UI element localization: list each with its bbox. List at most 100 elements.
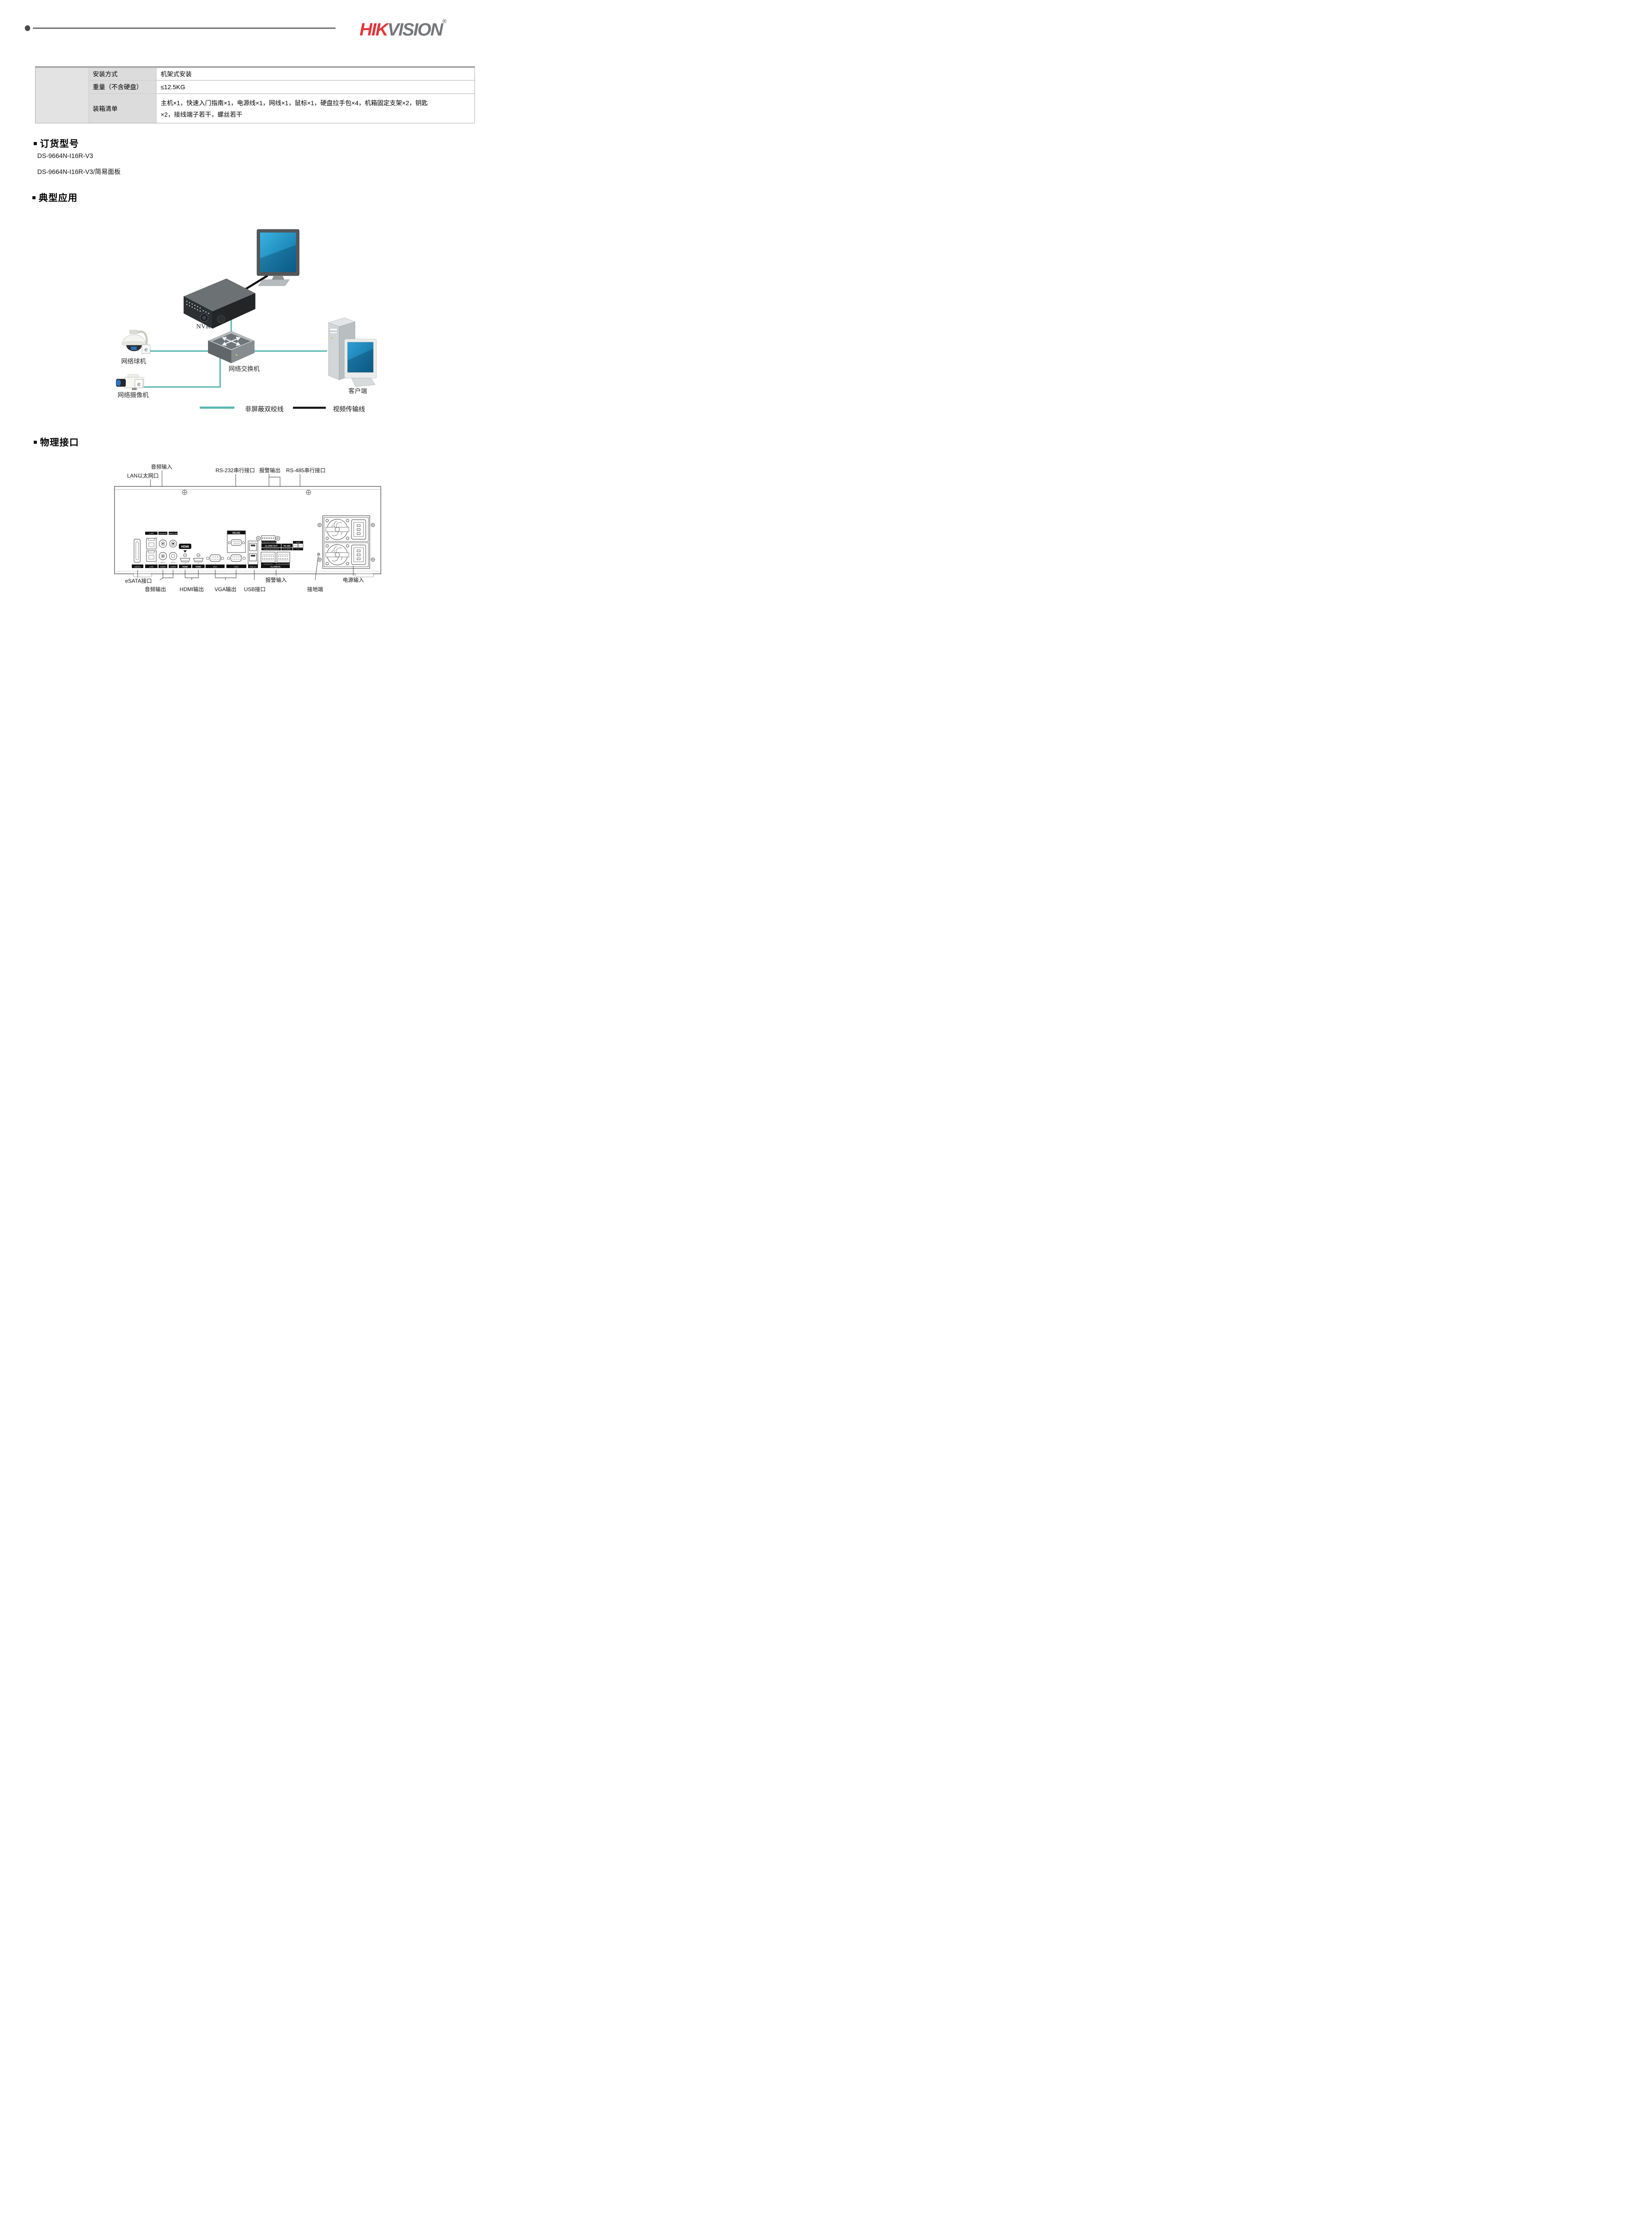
video-out-header: VIDEO OUT	[169, 533, 178, 534]
dome-lens	[131, 347, 137, 350]
application-section-title: 典型应用	[39, 193, 78, 203]
usb-bar	[248, 565, 258, 568]
ordering-section-bullet	[34, 142, 37, 145]
aux-pins-bottom-bar	[293, 548, 303, 550]
nvr-front-buttons	[186, 300, 209, 314]
lan-ports: LAN 2 1 LAN	[145, 532, 158, 568]
hdmi-num-1: 1	[185, 563, 186, 565]
esata-port: eSATA	[132, 539, 143, 568]
rs485-label: RS-485	[284, 545, 291, 547]
alarm-out-pins-bottom-bar	[261, 548, 281, 550]
legend-video-swatch	[293, 407, 326, 409]
alarm-out-connector-pins	[262, 537, 274, 539]
leader-vga-bracket	[215, 570, 237, 578]
vga-connector	[230, 554, 242, 562]
box-camera-label: 网络摄像机	[118, 392, 149, 399]
monitor-neck	[272, 275, 285, 280]
leader-audio-bracket	[162, 570, 174, 578]
audio-bar1-label: AUDIO	[160, 565, 166, 568]
hikvision-logo: HIKVISION®	[360, 18, 447, 40]
vga-num-1: 1	[215, 563, 216, 565]
spec-row-packing-label: 装箱清单	[89, 94, 156, 123]
vga-pins	[233, 557, 241, 560]
psu-unit-1	[324, 517, 369, 542]
legend-utp-swatch	[200, 407, 234, 409]
hdmi-logo-text: HDMI	[181, 545, 189, 549]
lan-header-label: LAN	[149, 533, 154, 535]
callout-ground: 接地端	[307, 586, 323, 592]
alarm-in-numbers-bar	[261, 563, 290, 565]
alarm-out-bar	[261, 544, 281, 548]
hdmi-num-2: 2	[198, 563, 199, 565]
alarm-in-block-1	[261, 552, 276, 563]
usb-ports: USB 3.0	[248, 541, 258, 568]
power-supply-module	[317, 515, 375, 569]
ordering-model-2: DS-9664N-I16R-V3/简易面板	[37, 169, 121, 176]
pc-screen-shade	[348, 349, 373, 372]
panel-top-screws	[182, 490, 311, 495]
bottom-callouts: eSATA接口 音频输出 HDMI输出 VGA输出 USB接口 报警输入 接地端…	[125, 576, 364, 592]
pc-monitor-base	[351, 378, 375, 387]
application-topology-diagram: NVR 网络交换机 e 网络球机	[116, 229, 377, 413]
esata-bar	[132, 565, 143, 568]
alarm-out-pins-top: 5A 5B 6A 6B 7A 7B 8A 8B	[261, 541, 277, 543]
monitor-screen	[260, 233, 296, 272]
screw-icon	[242, 557, 246, 560]
spec-row-install-value: 机架式安装	[157, 68, 474, 80]
network-switch: 网络交换机	[208, 331, 260, 373]
ground-terminal	[317, 553, 320, 556]
psu-outer-screws	[317, 523, 375, 562]
audio-out2-label: OUT 2	[171, 562, 176, 564]
dome-e-badge	[142, 344, 150, 354]
aux-pins-top: 9A 9B	[296, 541, 300, 543]
application-section-bullet	[32, 196, 36, 199]
hdmi-port-2: 2 HDMI	[192, 553, 205, 568]
hdmi-connector	[193, 558, 204, 562]
usb-port-top	[249, 543, 257, 551]
callout-alarm-out: 报警输出	[259, 467, 281, 474]
vga-num-2: 2	[236, 563, 237, 565]
callout-rs485: RS-485串行接口	[286, 467, 326, 474]
switch-label: 网络交换机	[229, 365, 260, 373]
alarm-out-pins-bottom: 1A 1B 2A 2B 3A 3B 4A 4B	[264, 549, 279, 550]
spec-row-install-label: 安装方式	[89, 68, 156, 80]
hdmi-arrow-icon	[183, 550, 187, 553]
interfaces-section-bullet	[34, 441, 37, 444]
usb-bar-label: USB 3.0	[250, 565, 257, 568]
client-pc: 客户端	[328, 317, 377, 395]
hdmi-logo-badge: HDMI	[179, 544, 191, 553]
callout-alarm-in: 报警输入	[265, 576, 287, 583]
client-label: 客户端	[348, 387, 367, 395]
rs485-pins-bar	[281, 548, 292, 550]
lan-bar	[145, 565, 158, 568]
rs232-pins	[233, 541, 240, 544]
monitor-screen-shade	[260, 245, 296, 272]
rating-box-1	[292, 543, 298, 548]
alarm-out-label: ALARM OUT	[265, 545, 278, 547]
callout-lan: LAN以太网口	[127, 472, 158, 479]
ptz-dome-camera: e 网络球机	[121, 330, 150, 365]
vga-bar1-label: VGA	[213, 565, 218, 568]
vga-port-1: 1 VGA	[206, 554, 225, 568]
rating-box-2	[298, 543, 304, 548]
alarm-out-pins-top-bar	[261, 541, 277, 544]
dome-e-badge-letter: e	[144, 346, 148, 353]
pc-monitor-screen	[347, 342, 374, 373]
pc-tower-front	[328, 322, 340, 380]
screw-icon	[242, 541, 245, 544]
callout-rs232: RS-232串行接口	[216, 467, 255, 474]
audio-out1-label: OUT 1	[161, 562, 166, 564]
nvr-label: NVR	[196, 323, 210, 330]
panel-foot-right	[355, 573, 374, 577]
rs232-port: RS-232	[227, 530, 246, 553]
rs232-label: RS-232	[233, 532, 240, 534]
psu-unit-2	[324, 542, 369, 567]
lan-num-top: 2	[156, 537, 157, 539]
dome-camera-label: 网络球机	[121, 358, 146, 365]
screw-icon	[228, 541, 231, 544]
pc-drive-bay-1	[329, 328, 338, 331]
panel-foot-left	[133, 573, 152, 577]
pc-power-led	[331, 337, 332, 339]
callout-power-in: 电源输入	[343, 576, 364, 583]
rear-panel-diagram: 音频输入 LAN以太网口 RS-232串行接口 报警输出 RS-485串行接口	[114, 463, 381, 592]
